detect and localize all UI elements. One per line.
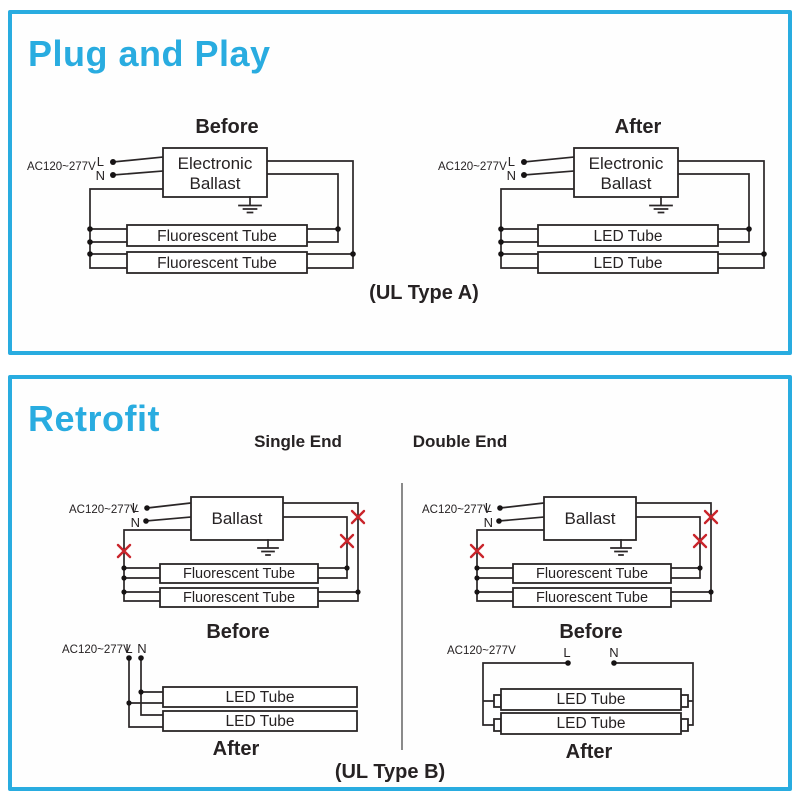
- cut-x-icons: [116, 509, 366, 559]
- ballast-label-line2: Ballast: [189, 174, 240, 193]
- ballast-label-line1: Electronic: [589, 154, 664, 173]
- ground-icon: [257, 539, 279, 556]
- ballast-box: [543, 496, 637, 541]
- ballast-box: [573, 147, 679, 198]
- live-label: L: [125, 641, 132, 656]
- panel-b-title: Retrofit: [28, 398, 160, 439]
- tube1-label: Fluorescent Tube: [157, 228, 277, 245]
- ground-icon: [610, 539, 632, 556]
- tube2-box: [500, 712, 682, 735]
- after-heading: After: [615, 116, 662, 138]
- diagram-plug-before: Before AC120~277V L N El: [27, 116, 356, 274]
- panel-a-title: Plug and Play: [28, 33, 271, 74]
- supply-label: AC120~277V: [447, 645, 516, 657]
- tube2-label: Fluorescent Tube: [157, 255, 277, 272]
- tube2-box: [159, 587, 319, 608]
- tube2-label: Fluorescent Tube: [183, 590, 295, 606]
- junction-dots: [126, 655, 144, 706]
- before-heading: Before: [206, 621, 269, 643]
- double-end-heading: Double End: [413, 432, 507, 451]
- live-label: L: [132, 500, 139, 515]
- ground-icon: [649, 196, 673, 214]
- tube2-box: [512, 587, 672, 608]
- after-heading: After: [213, 738, 260, 760]
- tube1-right-cap: [680, 694, 689, 708]
- tube2-label: Fluorescent Tube: [536, 590, 648, 606]
- diagram-single-end-before: AC120~277V L N Ballast: [69, 496, 366, 643]
- diagram-double-end-before: AC120~277V L N Ballast: [422, 496, 719, 643]
- wiring: [500, 156, 765, 269]
- ul-type-b-label: (UL Type B): [335, 761, 445, 783]
- tube2-box: [162, 710, 358, 732]
- tube2-label: LED Tube: [557, 715, 626, 732]
- tube1-left-cap: [493, 694, 502, 708]
- tube1: LED Tube: [493, 688, 689, 711]
- tube1-box: [159, 563, 319, 584]
- live-label: L: [97, 154, 104, 169]
- live-label: L: [485, 500, 492, 515]
- tube2-label: LED Tube: [226, 713, 295, 730]
- plug-and-play-diagram: Plug and Play Before AC120~277V L N: [27, 33, 767, 304]
- ground-icon: [238, 196, 262, 214]
- junction-dots: [565, 660, 617, 666]
- tube2-left-cap: [493, 718, 502, 732]
- after-heading: After: [566, 741, 613, 763]
- live-label: L: [508, 154, 515, 169]
- tube1-box: [126, 224, 308, 247]
- neutral-label: N: [137, 641, 146, 656]
- panel-plug-and-play: Plug and Play Before AC120~277V L N: [8, 10, 792, 355]
- junction-dots: [121, 505, 361, 595]
- neutral-label: N: [96, 168, 105, 183]
- ballast-label: Ballast: [211, 509, 262, 528]
- retrofit-diagram: Retrofit Single End Double End AC120~277…: [28, 398, 719, 783]
- junction-dots: [474, 505, 714, 595]
- tube1-label: LED Tube: [594, 228, 663, 245]
- live-label: L: [563, 645, 570, 660]
- tube2-box: [537, 251, 719, 274]
- diagram-single-end-after: AC120~277V L N LED Tube LED Tube After: [62, 641, 358, 760]
- tube2: LED Tube: [493, 712, 689, 735]
- supply-label: AC120~277V: [62, 644, 131, 656]
- tube2-right-cap: [680, 718, 689, 732]
- tube1-label: Fluorescent Tube: [536, 566, 648, 582]
- ul-type-a-label: (UL Type A): [369, 282, 479, 304]
- supply-label: AC120~277V: [438, 161, 507, 173]
- tube1-label: LED Tube: [557, 691, 626, 708]
- tube1-box: [512, 563, 672, 584]
- ballast-label-line2: Ballast: [600, 174, 651, 193]
- before-heading: Before: [195, 116, 258, 138]
- supply-label: AC120~277V: [69, 504, 138, 516]
- cut-x-icons: [469, 509, 719, 559]
- tube2-box: [126, 251, 308, 274]
- diagram-double-end-after: AC120~277V L N LED Tube: [447, 645, 694, 763]
- diagram-plug-after: After AC120~277V L N Ele: [438, 116, 767, 274]
- wiring: [128, 657, 164, 728]
- neutral-label: N: [131, 515, 140, 530]
- wiring: [476, 502, 712, 602]
- supply-label: AC120~277V: [27, 161, 96, 173]
- neutral-label: N: [609, 645, 618, 660]
- tube1-label: Fluorescent Tube: [183, 566, 295, 582]
- panel-retrofit: Retrofit Single End Double End AC120~277…: [8, 375, 792, 791]
- ballast-label-line1: Electronic: [178, 154, 253, 173]
- ballast-box: [162, 147, 268, 198]
- wiring: [123, 502, 359, 602]
- ballast-box: [190, 496, 284, 541]
- tube2-label: LED Tube: [594, 255, 663, 272]
- tube1-box: [537, 224, 719, 247]
- neutral-label: N: [484, 515, 493, 530]
- supply-label: AC120~277V: [422, 504, 491, 516]
- junction-dots: [498, 159, 767, 257]
- single-end-heading: Single End: [254, 432, 342, 451]
- tube1-box: [500, 688, 682, 711]
- neutral-label: N: [507, 168, 516, 183]
- tube1-box: [162, 686, 358, 708]
- tube1-label: LED Tube: [226, 689, 295, 706]
- junction-dots: [87, 159, 356, 257]
- ballast-label: Ballast: [564, 509, 615, 528]
- before-heading: Before: [559, 621, 622, 643]
